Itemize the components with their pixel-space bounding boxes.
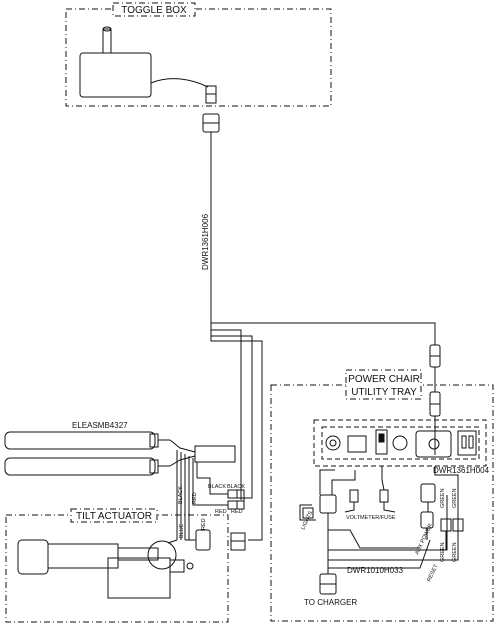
tray-inline-connector [429,344,441,438]
tilt-actuator-motor [17,539,194,599]
wire-label-green-3: GREEN [440,542,446,562]
connector-label-voltmeter-fuse: VOLTMETER/FUSE [346,515,396,521]
utility-tray-title-line1: POWER CHAIR [348,374,420,385]
connector-label-to-charger: TO CHARGER [304,598,357,607]
actuator-assembly-upper [4,431,170,450]
actuator-assembly-label: ELEASMB4327 [72,421,128,430]
tilt-harness-connector [230,532,246,551]
toggle-box-unit [79,26,209,98]
actuator-junction-box [169,439,236,500]
wire-label-black-vertical: BLACK [178,486,184,504]
utility-tray-wiring [299,438,464,574]
charger-connector [319,573,337,595]
toggle-box-title: TOGGLE BOX [121,5,187,16]
toggle-box-title-frame [112,2,196,17]
utility-tray-panel [313,419,487,467]
wire-label-red-left: RED [215,509,227,515]
tilt-actuator-title-frame [70,508,158,523]
wire-label-black-right: BLACK [227,484,245,490]
tilt-actuator-wiring [167,492,211,551]
harness-connector-top [202,113,220,138]
toggle-box-frame [65,8,332,107]
wire-label-blue: BLUE [179,523,185,538]
wire-label-green-2: GREEN [452,488,458,508]
wire-label-red-small: RED [201,518,207,530]
tilt-actuator-title: TILT ACTUATOR [76,511,152,522]
toggle-box-connector [205,85,217,104]
actuator-output-connectors [192,477,245,510]
harness-branch-down-2 [210,330,253,499]
harness-branch-down-3 [210,336,263,541]
harness-branch-to-tray [211,322,436,345]
harness-main-label: DWR1361H006 [201,213,210,270]
utility-tray-title-line2: UTILITY TRAY [351,387,417,398]
wire-label-black-left: BLACK [208,484,226,490]
wire-label-red-vertical: RED [192,492,198,504]
harness-branch-down-1 [210,323,242,500]
harness-charger-label: DWR1010H033 [347,566,404,575]
actuator-assembly-lower [4,457,170,476]
utility-tray-frame [270,384,494,622]
harness-tray-label: DWR1361H004 [433,466,490,475]
wire-label-green-1: GREEN [440,488,446,508]
wire-label-red-right: RED [231,509,243,515]
tilt-actuator-frame [5,514,229,623]
wire-label-green-4: GREEN [452,542,458,562]
utility-tray-title-frame [345,369,422,400]
connector-label-reset: RESET [426,563,439,583]
